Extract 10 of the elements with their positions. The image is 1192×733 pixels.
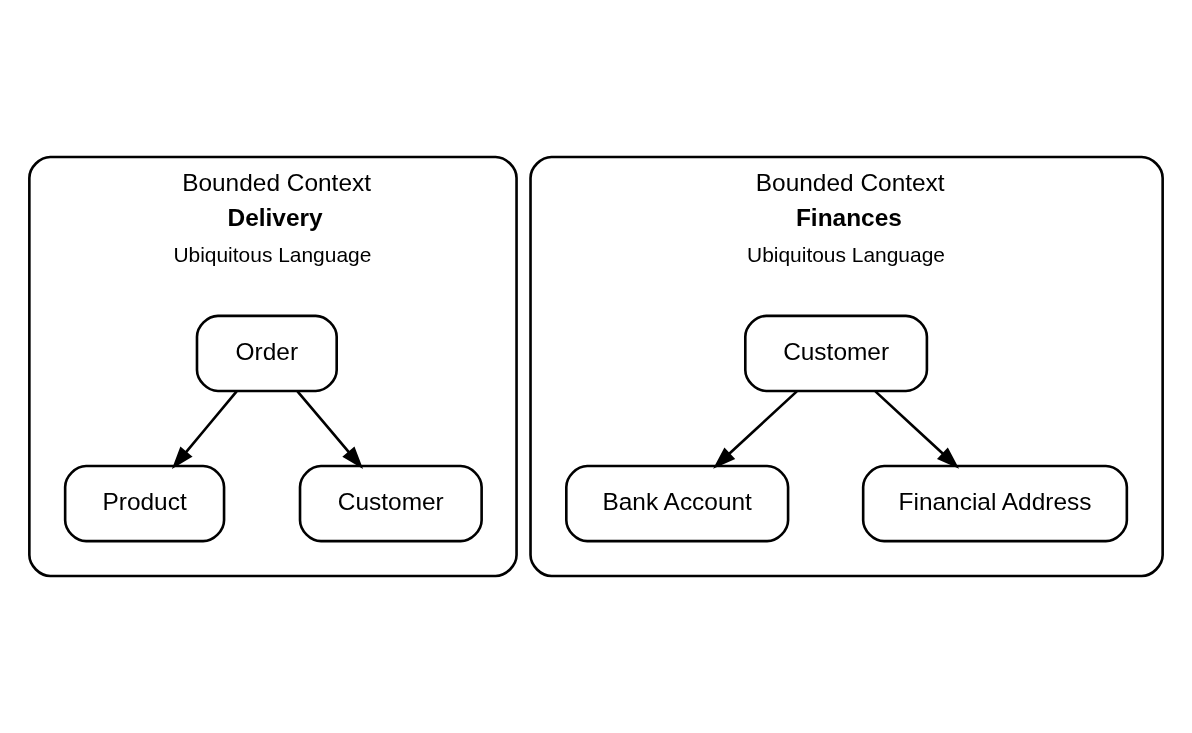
node-box: Bank Account: [565, 464, 790, 543]
node-box: Customer: [744, 314, 929, 393]
arrow: [874, 390, 960, 469]
arrow: [296, 390, 364, 469]
node-box: Order: [195, 314, 338, 393]
node-box: Customer: [298, 464, 483, 543]
arrow: [713, 390, 798, 469]
node-box: Product: [63, 464, 226, 543]
arrow: [171, 390, 238, 470]
node-box: Financial Address: [861, 464, 1129, 543]
